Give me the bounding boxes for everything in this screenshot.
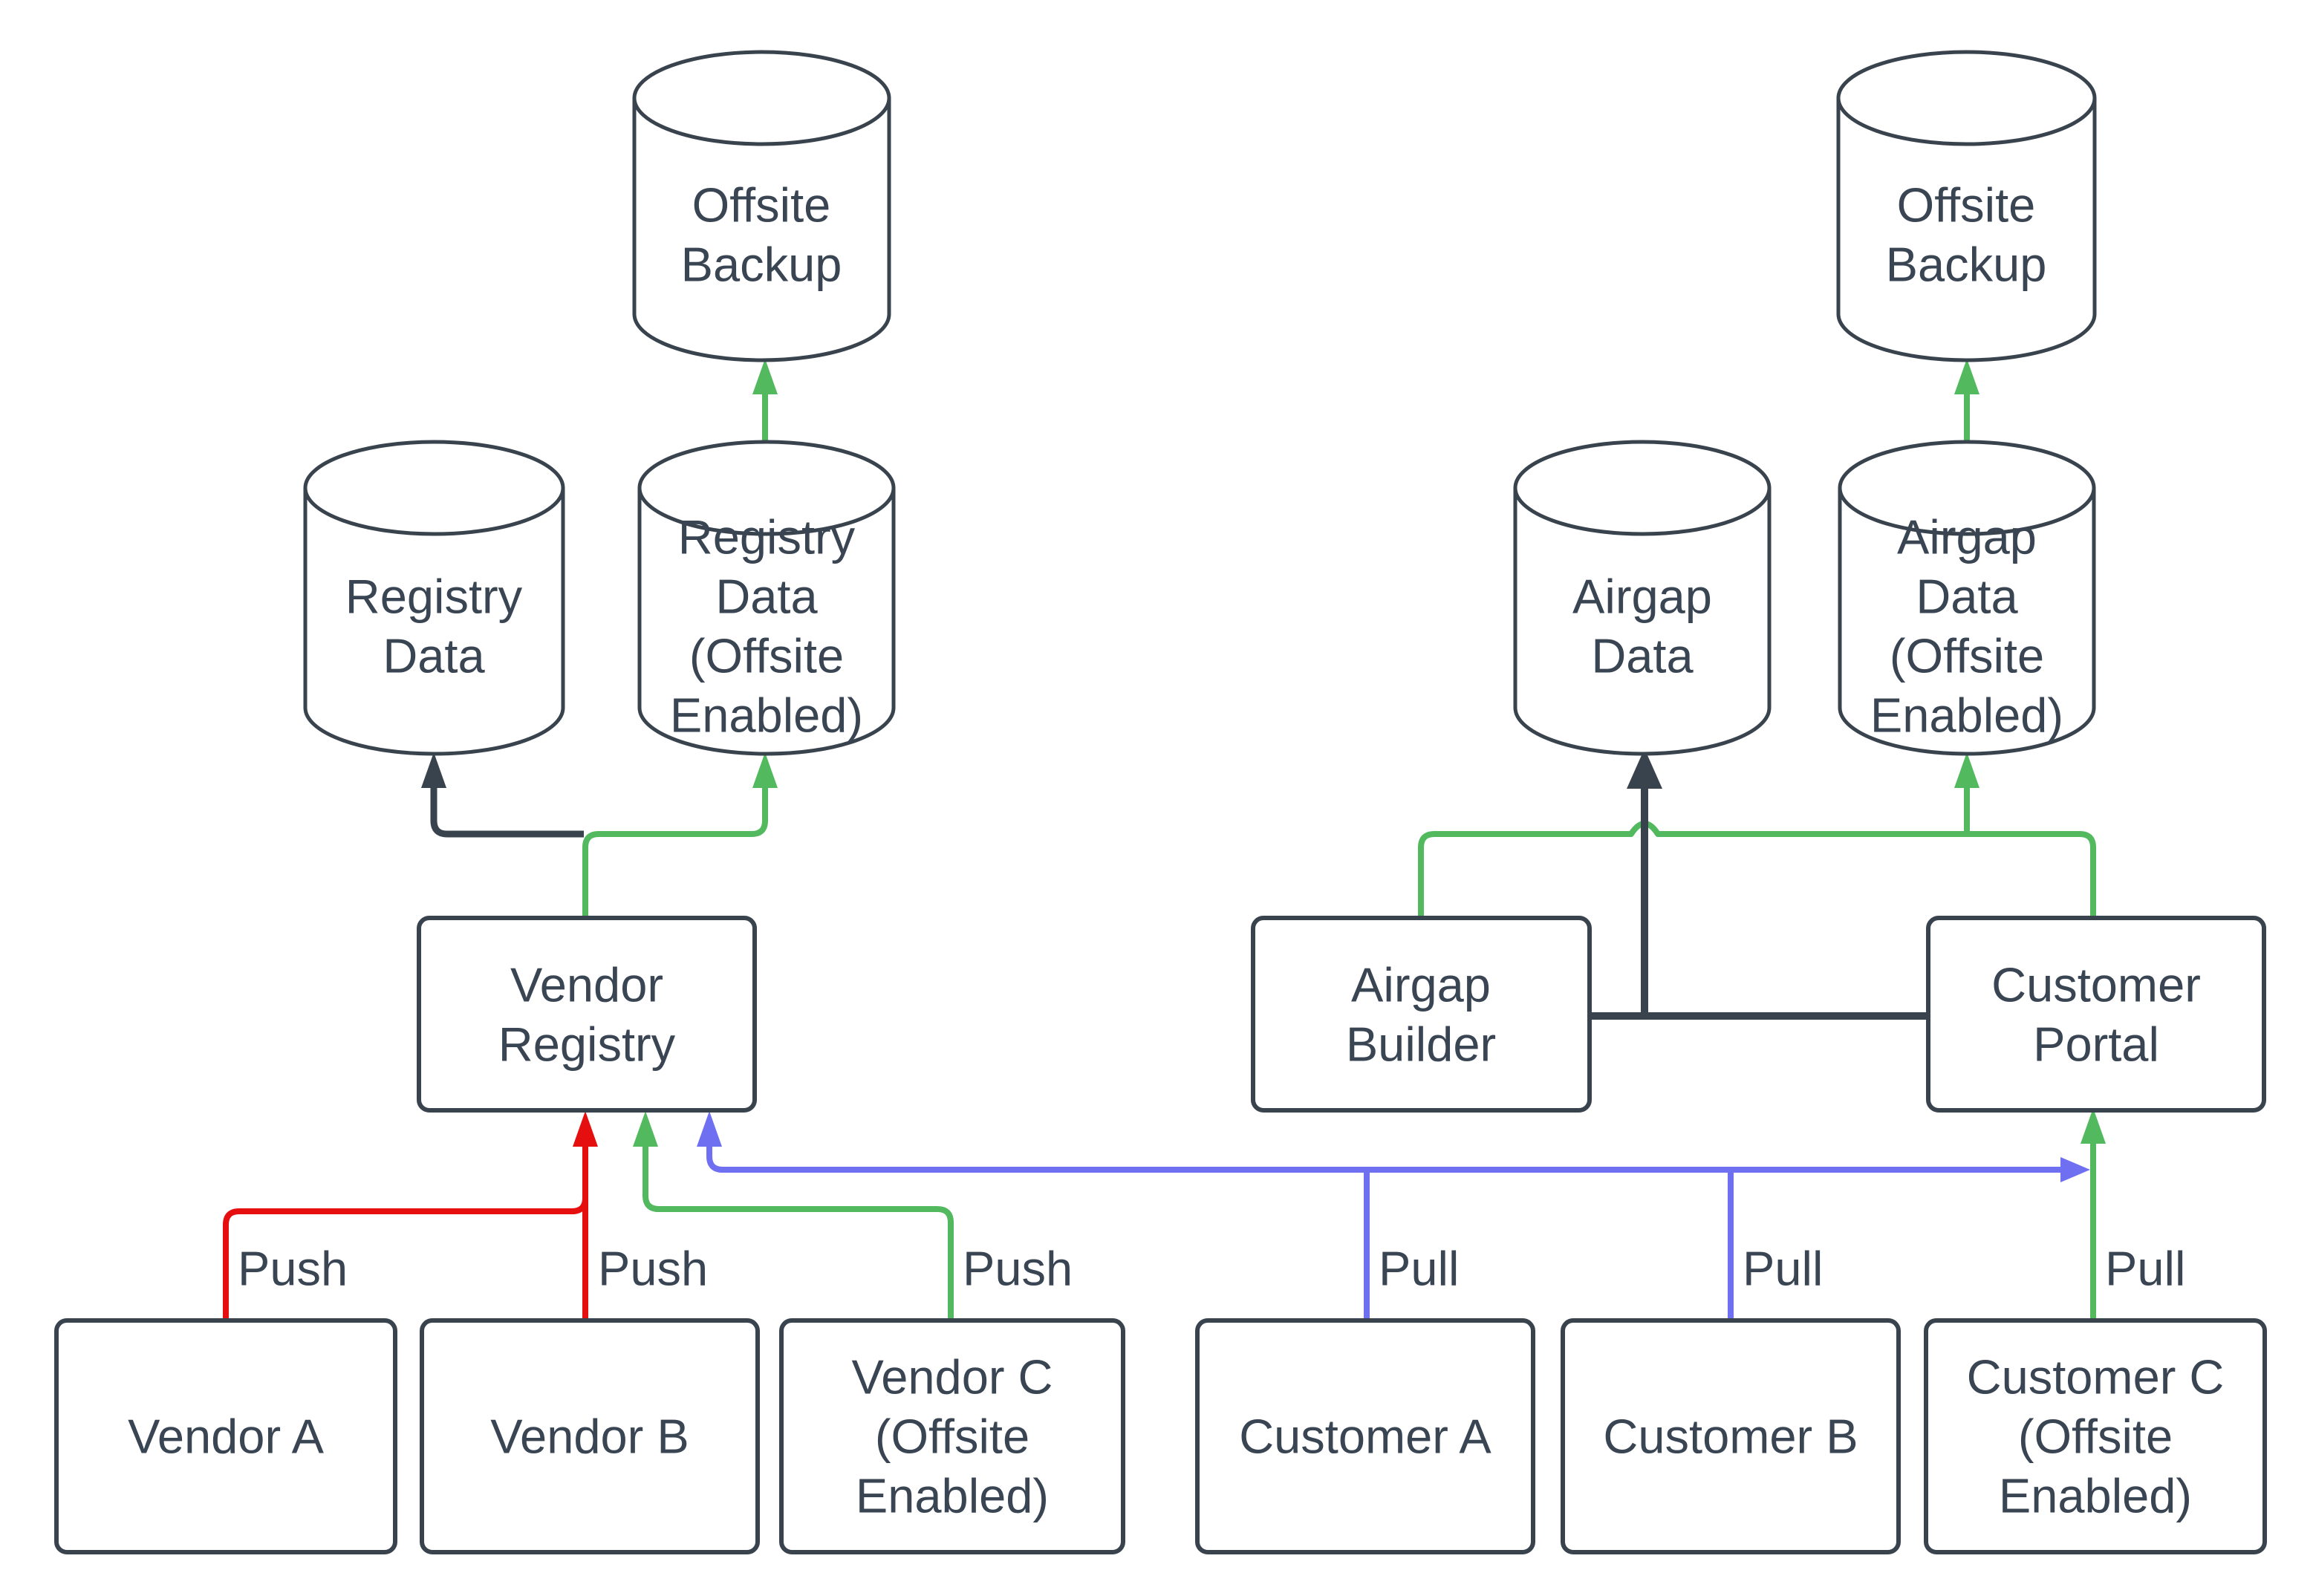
pull-label-customer-a: Pull <box>1379 1242 1459 1296</box>
push-label-vendor-b: Push <box>598 1242 708 1296</box>
node-airgap-builder <box>1251 916 1592 1113</box>
arrowhead-into-airgap-data <box>1627 749 1662 789</box>
registry-data-offsite-label-line2: Data <box>715 570 818 624</box>
arrowhead-into-airgap-data-offsite <box>1954 752 1979 788</box>
arrowhead-into-registry-data <box>421 752 446 788</box>
node-vendor-b <box>420 1318 760 1554</box>
airgap-builder-label-line2: Builder <box>1346 1017 1496 1072</box>
airgap-data-label-line2: Data <box>1591 629 1694 683</box>
airgap-data-cylinder-top <box>1513 440 1772 536</box>
node-registry-data-offsite <box>637 440 896 756</box>
airgap-data-offsite-cylinder-top <box>1838 440 2096 536</box>
offsite-backup-right-label-line2: Backup <box>1886 238 2047 292</box>
registry-data-label-line1: Registry <box>345 570 523 624</box>
labels: Offsite Backup Offsite Backup Registry D… <box>128 178 2224 1523</box>
vendor-b-label: Vendor B <box>490 1410 689 1464</box>
registry-data-offsite-label-line1: Registry <box>678 510 856 564</box>
node-offsite-backup-left <box>632 50 891 362</box>
offsite-backup-right-cylinder-body <box>1836 98 2097 362</box>
airgap-data-offsite-label-line3: (Offsite <box>1890 629 2044 683</box>
vendor-a-label: Vendor A <box>128 1410 324 1464</box>
pull-label-customer-c: Pull <box>2105 1242 2185 1296</box>
offsite-backup-left-cylinder-body <box>632 98 891 362</box>
airgap-data-offsite-label-line1: Airgap <box>1897 510 2037 564</box>
node-vendor-a <box>54 1318 397 1554</box>
offsite-backup-right-label-line1: Offsite <box>1897 178 2036 232</box>
arrowhead-customer-c-into-customer-portal <box>2081 1108 2106 1144</box>
edge-vendor-registry-to-registry-data <box>430 784 584 838</box>
vendor-c-label-line1: Vendor C <box>851 1350 1053 1404</box>
edge-customers-pull-main <box>706 1142 2062 1173</box>
offsite-edges <box>582 359 2106 1320</box>
node-registry-data <box>303 440 565 756</box>
edge-vendor-registry-to-registry-data-offsite <box>582 784 768 918</box>
customer-b-label: Customer B <box>1603 1410 1858 1464</box>
offsite-backup-right-cylinder-top <box>1836 50 2097 146</box>
registry-data-cylinder-body <box>303 488 565 756</box>
offsite-backup-left-cylinder-top <box>632 50 891 146</box>
nodes <box>54 50 2267 1554</box>
airgap-builder-label-line1: Airgap <box>1351 958 1491 1012</box>
customer-c-label-line1: Customer C <box>1967 1350 2225 1404</box>
registry-data-offsite-cylinder-body <box>637 488 896 756</box>
registry-data-offsite-label-line3: (Offsite <box>689 629 844 683</box>
arrowhead-pull-into-vendor-registry <box>697 1111 722 1147</box>
node-vendor-c <box>779 1318 1125 1554</box>
push-label-vendor-c: Push <box>963 1242 1073 1296</box>
node-offsite-backup-right <box>1836 50 2097 362</box>
pull-edges <box>697 1111 2090 1320</box>
arrowhead-vendor-c-into-vendor-registry <box>633 1111 658 1147</box>
registry-data-label-line2: Data <box>383 629 485 683</box>
offsite-backup-left-label-line2: Backup <box>681 238 842 292</box>
customer-portal-label-line2: Portal <box>2033 1017 2159 1072</box>
push-label-vendor-a: Push <box>238 1242 348 1296</box>
node-customer-b <box>1561 1318 1901 1554</box>
arrowhead-into-offsite-backup-left <box>752 359 778 394</box>
dark-edges <box>421 749 1930 1020</box>
registry-data-offsite-label-line4: Enabled) <box>670 688 863 743</box>
vendor-c-label-line3: Enabled) <box>856 1469 1049 1523</box>
vendor-registry-label-line2: Registry <box>498 1017 676 1072</box>
edge-vendor-c-push <box>642 1142 954 1320</box>
airgap-data-label-line1: Airgap <box>1572 570 1712 624</box>
offsite-backup-left-label-line1: Offsite <box>692 178 831 232</box>
customer-a-label: Customer A <box>1239 1410 1491 1464</box>
edge-customer-portal-to-airgap-builder <box>1418 821 2096 918</box>
vendor-c-label-line2: (Offsite <box>875 1410 1029 1464</box>
vendor-registry-label-line1: Vendor <box>510 958 663 1012</box>
arrowhead-into-offsite-backup-right <box>1954 359 1979 394</box>
arrowhead-push-into-vendor-registry <box>573 1111 598 1147</box>
pull-label-customer-b: Pull <box>1743 1242 1823 1296</box>
airgap-data-offsite-label-line4: Enabled) <box>1870 688 2063 743</box>
push-edges <box>223 1111 598 1320</box>
customer-c-label-line2: (Offsite <box>2018 1410 2173 1464</box>
arrowhead-pull-right-end <box>2060 1157 2090 1182</box>
customer-portal-label-line1: Customer <box>1991 958 2201 1012</box>
node-airgap-data-offsite <box>1838 440 2096 756</box>
customer-c-label-line3: Enabled) <box>1999 1469 2192 1523</box>
node-customer-a <box>1195 1318 1535 1554</box>
airgap-data-cylinder-body <box>1513 488 1772 756</box>
arrowhead-into-registry-data-offsite <box>752 752 778 788</box>
registry-data-offsite-cylinder-top <box>637 440 896 536</box>
airgap-data-offsite-label-line2: Data <box>1916 570 2018 624</box>
node-customer-c <box>1924 1318 2267 1554</box>
node-airgap-data <box>1513 440 1772 756</box>
registry-data-cylinder-top <box>303 440 565 536</box>
airgap-data-offsite-cylinder-body <box>1838 488 2096 756</box>
node-customer-portal <box>1926 916 2266 1113</box>
node-vendor-registry <box>417 916 757 1113</box>
